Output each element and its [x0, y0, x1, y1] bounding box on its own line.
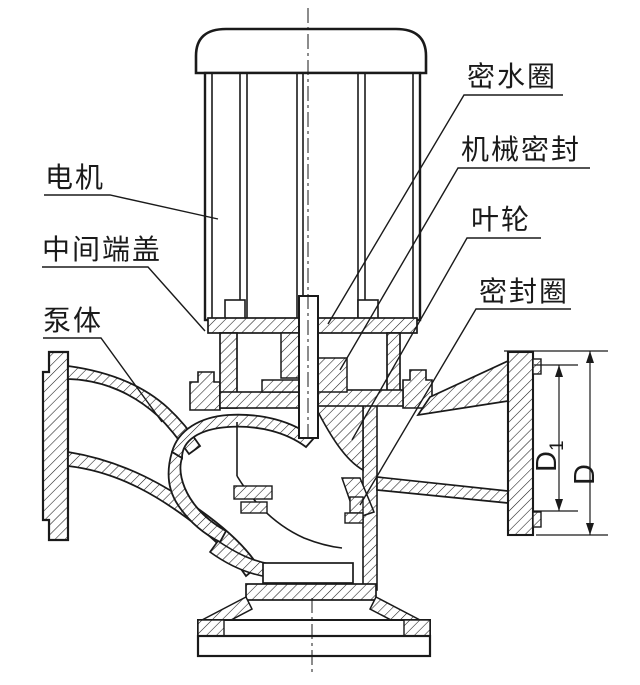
volute-left-wall [167, 450, 228, 544]
base-foot-hatch [403, 619, 431, 637]
cover-right-wall [386, 332, 401, 397]
motor-foot-block [224, 299, 246, 321]
motor-fan-cover-dome [194, 27, 428, 75]
outlet-pipe [376, 350, 542, 537]
leader-impeller [351, 237, 541, 441]
base-chamber [262, 562, 354, 584]
leader-motor [44, 194, 219, 220]
outlet-flange-tab [532, 511, 542, 528]
base-foot-hatch [197, 619, 225, 637]
leader-lines [42, 94, 590, 506]
label-motor: 电机 [45, 162, 105, 193]
arrowhead [555, 499, 563, 511]
leader-pump-body [43, 337, 163, 423]
wear-ring-block [349, 496, 364, 514]
part-labels: 电机 中间端盖 泵体 密水圈 机械密封 叶轮 密封圈 [42, 61, 581, 336]
label-mechanical-seal: 机械密封 [461, 134, 581, 165]
label-impeller: 叶轮 [471, 204, 531, 235]
label-water-seal-ring: 密水圈 [467, 61, 557, 92]
outlet-flange-tab [532, 358, 542, 375]
base-slab [196, 634, 432, 658]
dim-arrowheads [555, 351, 594, 535]
label-intermediate-end-cover: 中间端盖 [42, 234, 162, 265]
base-foot-plate [197, 619, 431, 637]
casing-tongue-block [240, 501, 268, 514]
cover-step-block [261, 379, 301, 393]
dimension-annotation: D1 D [504, 350, 608, 536]
wear-ring-block [344, 512, 364, 524]
arrowhead [586, 523, 594, 535]
centerlines [307, 8, 313, 676]
leader-water-seal-ring [327, 94, 563, 325]
arrowhead [586, 351, 594, 363]
volute-top-wall [170, 413, 316, 460]
label-pump-body: 泵体 [43, 305, 103, 336]
label-seal-ring: 密封圈 [479, 276, 569, 307]
motor-assembly [194, 27, 428, 322]
water-slinger-seat [280, 332, 300, 379]
cover-bottom-plate-left [219, 391, 301, 409]
inlet-flange [41, 350, 70, 542]
leader-seal-ring [359, 308, 571, 506]
dim-label-d: D [569, 464, 601, 485]
mechanical-seal-seat [316, 357, 348, 393]
base-support [196, 562, 432, 658]
intermediate-cover [207, 317, 418, 409]
leader-intermediate-cover [42, 266, 206, 332]
casing-tongue-block [233, 485, 273, 500]
base-top-plate [245, 583, 377, 601]
dim-label-d1: D1 [531, 440, 568, 472]
motor-housing [203, 71, 422, 322]
arrowhead [555, 365, 563, 377]
inlet-upper-wall [67, 364, 202, 456]
motor-housing-fins [211, 74, 414, 319]
outlet-flange [506, 350, 535, 537]
pump-casing [167, 369, 433, 591]
leader-mechanical-seal [339, 167, 590, 371]
